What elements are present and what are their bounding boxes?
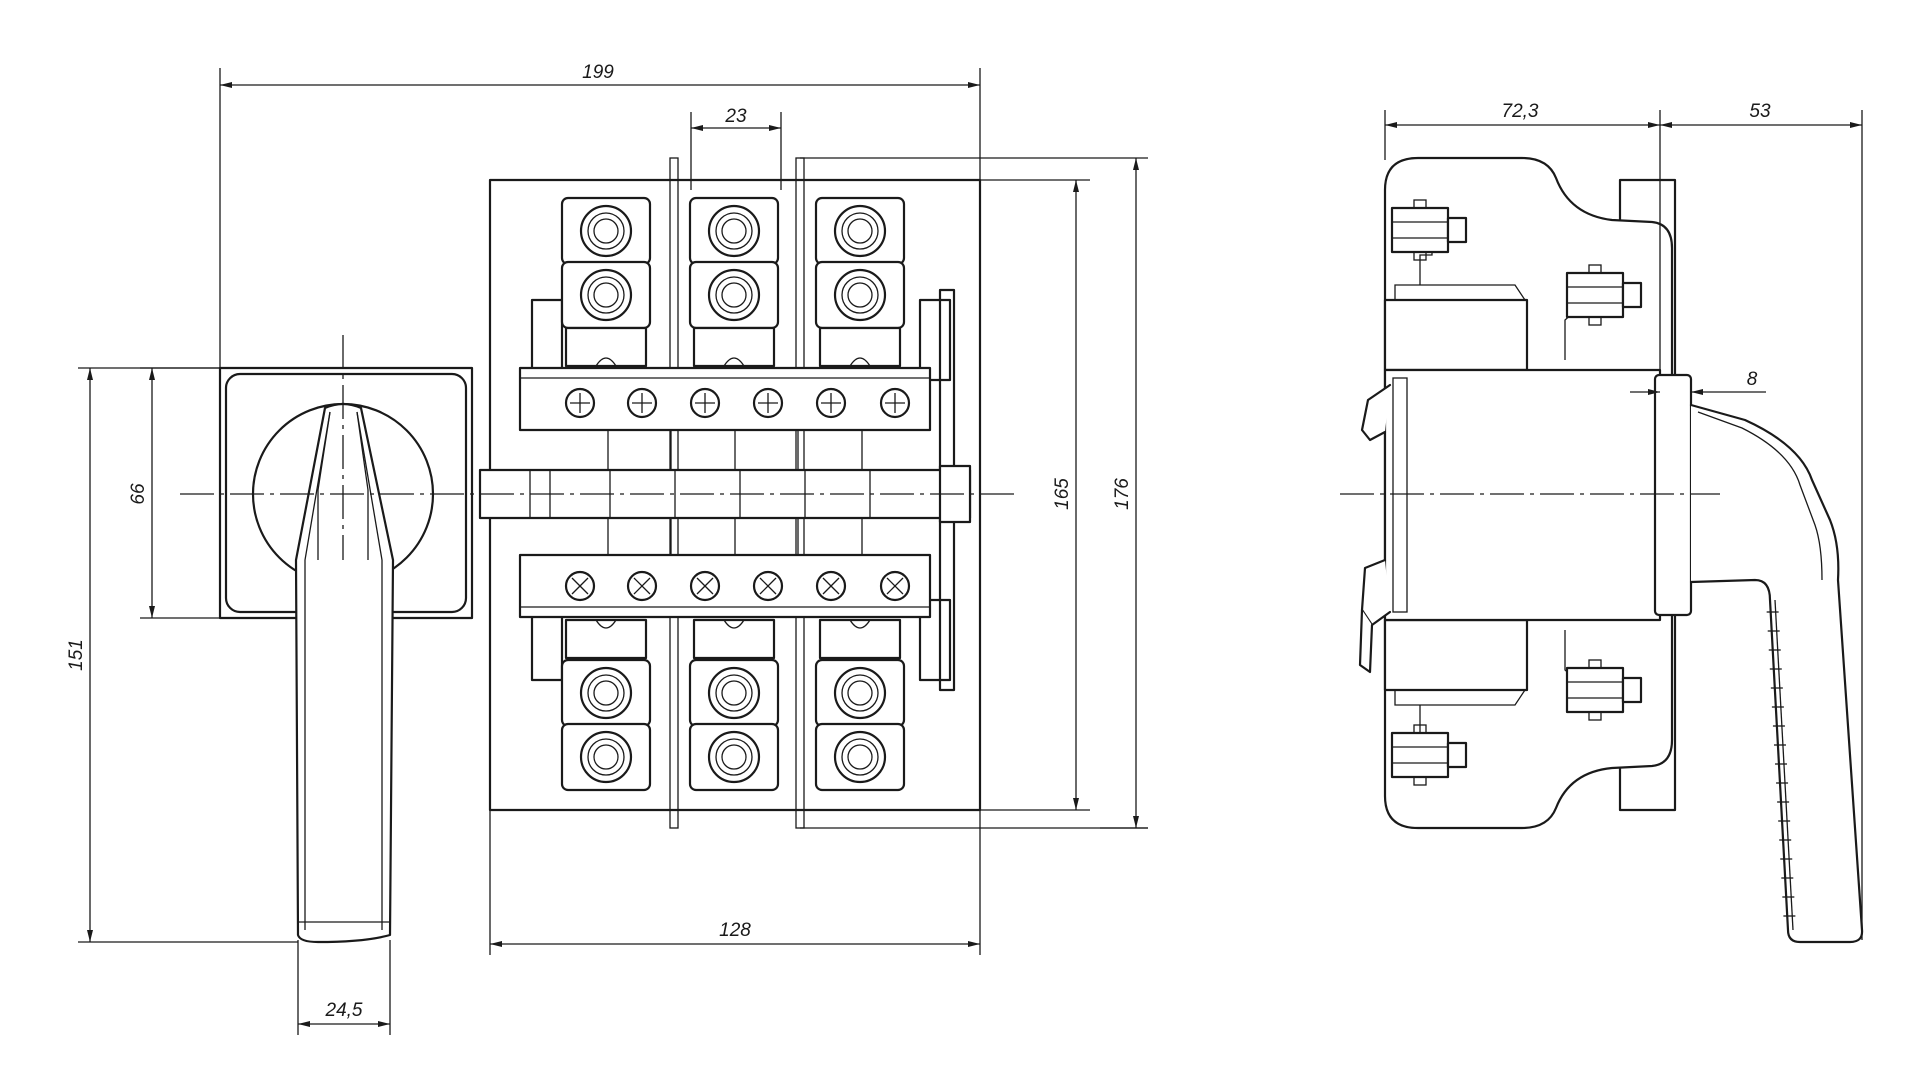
side-body [1383,368,1662,622]
contact-screw [879,387,911,419]
terminal-block [688,658,780,728]
dim-label-53: 53 [1749,101,1771,122]
side-body-front [1653,373,1693,617]
dim-side-depth: 72,3 [1384,101,1661,370]
dim-label-199: 199 [582,62,614,83]
dim-handle-depth: 53 [1660,101,1863,940]
dim-height-176: 176 [1100,158,1148,829]
contact-screw [752,570,784,602]
dim-label-8: 8 [1747,369,1758,390]
dim-label-128: 128 [719,920,751,941]
top-terminals [560,196,906,368]
terminal-block [814,658,906,728]
dim-label-24-5: 24,5 [325,1000,363,1021]
terminal-block [688,722,780,792]
dim-label-165: 165 [1052,478,1073,510]
terminal-base [692,618,776,660]
contact-screw [626,570,658,602]
terminal-block [814,196,906,266]
terminal-block [688,260,780,330]
terminal-base [818,326,902,368]
terminal-base [692,326,776,368]
dim-label-23: 23 [724,106,747,127]
dim-handle-width: 24,5 [297,940,391,1035]
dim-overall-width: 199 [219,62,981,368]
terminal-block [814,722,906,792]
dim-offset-8: 8 [1630,369,1766,395]
side-handle [1689,403,1864,944]
contact-screw [689,387,721,419]
hex-nut [1565,659,1643,721]
terminal-block [688,196,780,266]
dim-label-66: 66 [128,483,149,505]
dim-terminal-pitch: 23 [690,106,782,190]
terminal-block [560,658,652,728]
handle-lever [294,402,395,944]
side-nuts [1390,199,1643,786]
side-view: 72,3 53 8 [1340,101,1864,944]
dim-label-176: 176 [1112,478,1133,510]
contact-screw [879,570,911,602]
dim-label-72-3: 72,3 [1502,101,1539,122]
dim-base-width: 128 [489,810,981,955]
contact-screw [626,387,658,419]
dim-height-165: 165 [980,179,1090,811]
terminal-block [814,260,906,330]
dim-label-151: 151 [66,639,87,671]
dim-square-66: 66 [128,367,220,619]
contact-block [518,366,932,619]
contact-screw [564,570,596,602]
terminal-base [818,618,902,660]
terminal-block [560,260,652,330]
contact-screw [689,570,721,602]
contact-screw [815,387,847,419]
terminal-base [564,326,648,368]
hex-nut [1565,264,1643,326]
contact-screw [564,387,596,419]
hex-nut [1390,724,1468,786]
side-clips [1358,383,1392,674]
terminal-block [560,722,652,792]
hex-nut [1390,199,1468,261]
terminal-block [560,196,652,266]
bottom-terminals [560,618,906,792]
front-view: 199 23 128 24,5 151 [66,62,1148,1035]
terminal-base [564,618,648,660]
contact-screw [752,387,784,419]
contact-screw [815,570,847,602]
